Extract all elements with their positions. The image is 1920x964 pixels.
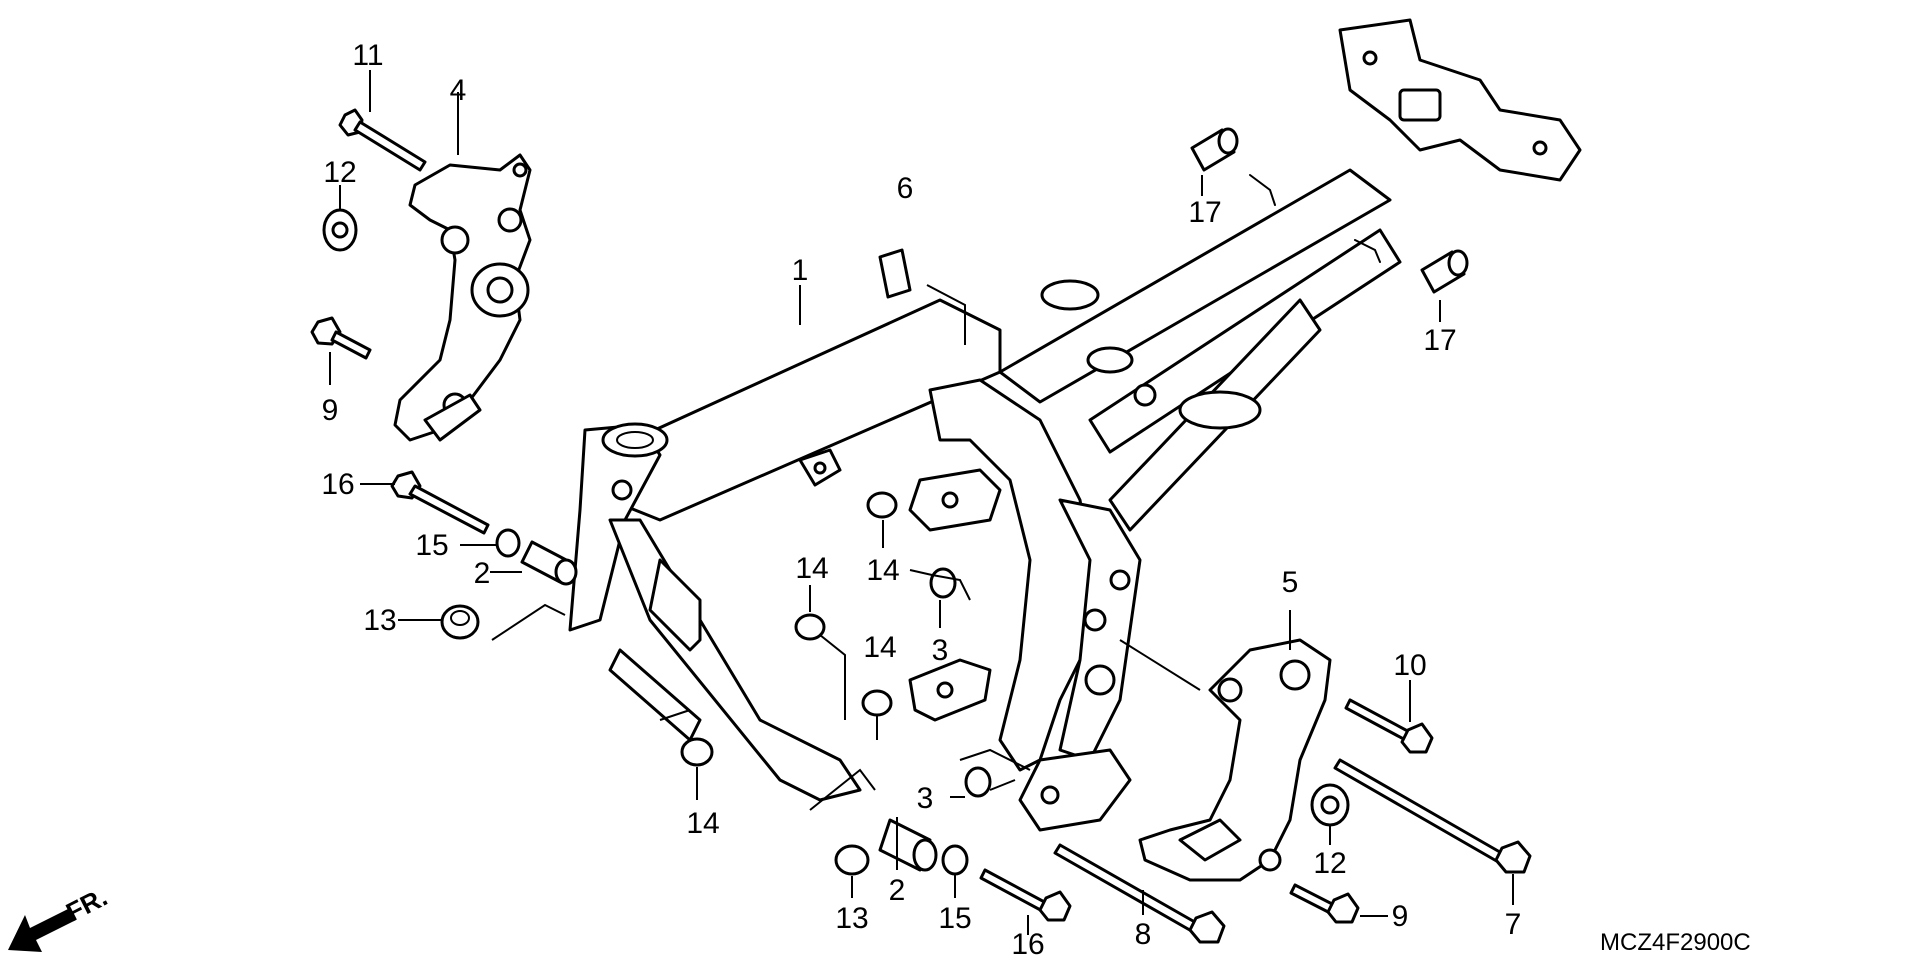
nut-14-a <box>866 491 898 519</box>
leader-lines <box>329 70 1514 935</box>
label-2-upper: 2 <box>474 557 491 590</box>
label-3-lower: 3 <box>917 782 934 815</box>
bolt-9-upper <box>310 316 372 360</box>
label-11: 11 <box>352 39 383 72</box>
label-12-upper: 12 <box>323 156 356 189</box>
label-13-left: 13 <box>363 604 396 637</box>
label-2-lower: 2 <box>889 874 906 907</box>
label-15-lower: 15 <box>938 902 971 935</box>
collar-2-lower <box>878 818 938 872</box>
front-arrow-icon <box>8 908 76 952</box>
collar-17-right <box>1420 249 1469 294</box>
nut-13-left <box>440 604 480 640</box>
label-14-d: 14 <box>686 807 719 840</box>
label-3-upper: 3 <box>932 634 949 667</box>
label-14-c: 14 <box>863 631 896 664</box>
collar-3-lower <box>964 766 992 798</box>
bolt-16-upper <box>390 470 490 535</box>
bolt-8 <box>1053 843 1226 944</box>
label-16-upper: 16 <box>321 468 354 501</box>
collar-17-left <box>1190 127 1239 172</box>
washer-15-lower <box>941 844 969 876</box>
bolt-9-lower <box>1289 883 1360 924</box>
collar-3-upper <box>929 567 957 599</box>
label-17-right: 17 <box>1423 324 1456 357</box>
label-13-lower: 13 <box>835 902 868 935</box>
nut-14-d <box>680 737 714 767</box>
label-4: 4 <box>450 74 467 107</box>
bolt-11 <box>338 108 427 172</box>
label-1: 1 <box>792 254 809 287</box>
front-direction-indicator: FR. <box>8 882 112 952</box>
collar-2-upper <box>520 540 578 586</box>
bolt-10 <box>1344 698 1434 754</box>
bolt-16-lower <box>979 868 1072 922</box>
label-7: 7 <box>1505 908 1522 941</box>
engine-hanger-right <box>1138 638 1332 882</box>
nut-13-lower <box>834 844 870 876</box>
label-9-lower: 9 <box>1392 900 1409 933</box>
nut-12-upper <box>322 208 358 252</box>
label-10: 10 <box>1393 649 1426 682</box>
label-8: 8 <box>1135 918 1152 951</box>
label-9-upper: 9 <box>322 394 339 427</box>
label-16-lower: 16 <box>1011 928 1044 959</box>
nut-14-b <box>794 613 826 641</box>
main-frame <box>568 18 1582 832</box>
washer-15-upper <box>495 528 521 558</box>
nut-12-lower <box>1310 783 1350 827</box>
collar-6 <box>878 248 912 299</box>
label-6: 6 <box>897 172 914 205</box>
diagram-code: MCZ4F2900C <box>1600 929 1751 956</box>
label-5: 5 <box>1282 566 1299 599</box>
label-12-lower: 12 <box>1313 847 1346 880</box>
label-15-upper: 15 <box>415 529 448 562</box>
engine-hanger-left <box>393 153 532 442</box>
label-14-a: 14 <box>866 554 899 587</box>
nut-14-c <box>861 689 893 717</box>
label-14-b: 14 <box>795 552 828 585</box>
part-labels: 11 4 12 9 16 15 2 13 1 6 17 17 14 3 14 1… <box>321 39 1522 961</box>
label-17-left: 17 <box>1188 196 1221 229</box>
bolt-7 <box>1333 758 1532 874</box>
